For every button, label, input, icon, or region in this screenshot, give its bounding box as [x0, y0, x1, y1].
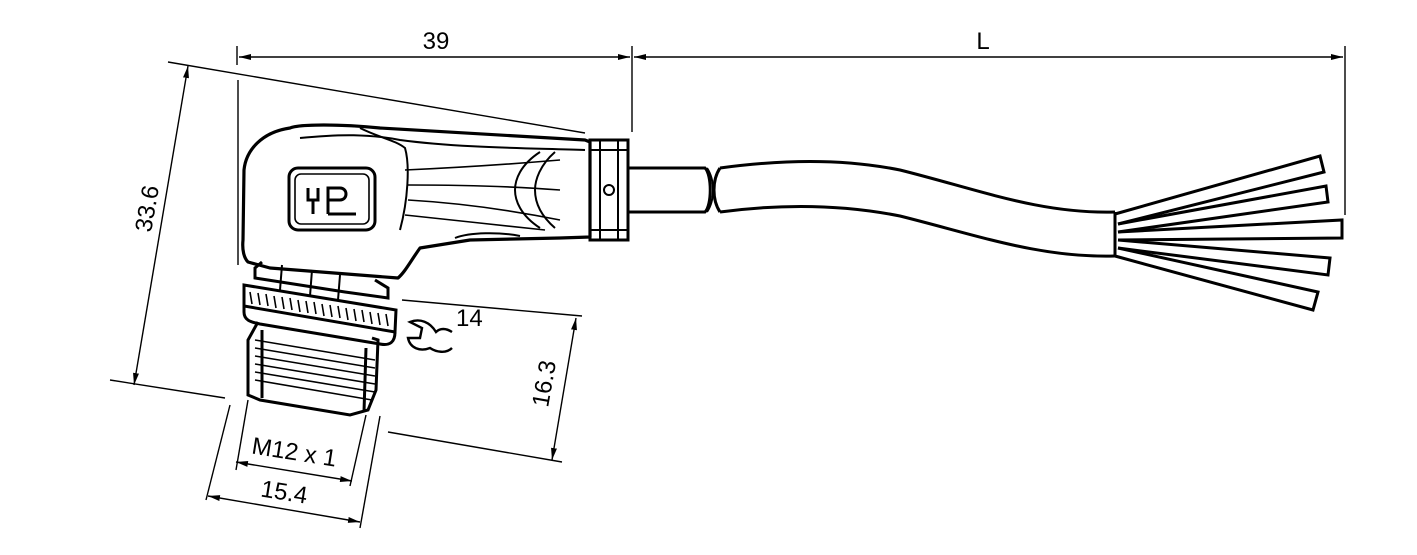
- dimension-39: 39: [236, 28, 633, 132]
- thread: [246, 321, 380, 417]
- dimension-39-label: 39: [423, 28, 450, 55]
- strain-relief: [588, 138, 630, 242]
- stripped-wires: [1114, 154, 1344, 312]
- connector-housing: [241, 123, 592, 280]
- wrench-size-label: 14: [456, 305, 483, 332]
- dimension-33-6-label: 33.6: [130, 183, 165, 234]
- wrench-size-14: 14: [406, 305, 483, 353]
- dimension-L: L: [634, 28, 1346, 215]
- cable: [628, 160, 1117, 258]
- dimension-15-4-label: 15.4: [259, 476, 309, 510]
- coupling-nut: [242, 260, 398, 346]
- dimension-16-3: 16.3: [387, 299, 583, 463]
- dimension-L-label: L: [976, 28, 989, 55]
- manufacturer-logo: [306, 186, 356, 216]
- dimension-16-3-label: 16.3: [527, 358, 562, 409]
